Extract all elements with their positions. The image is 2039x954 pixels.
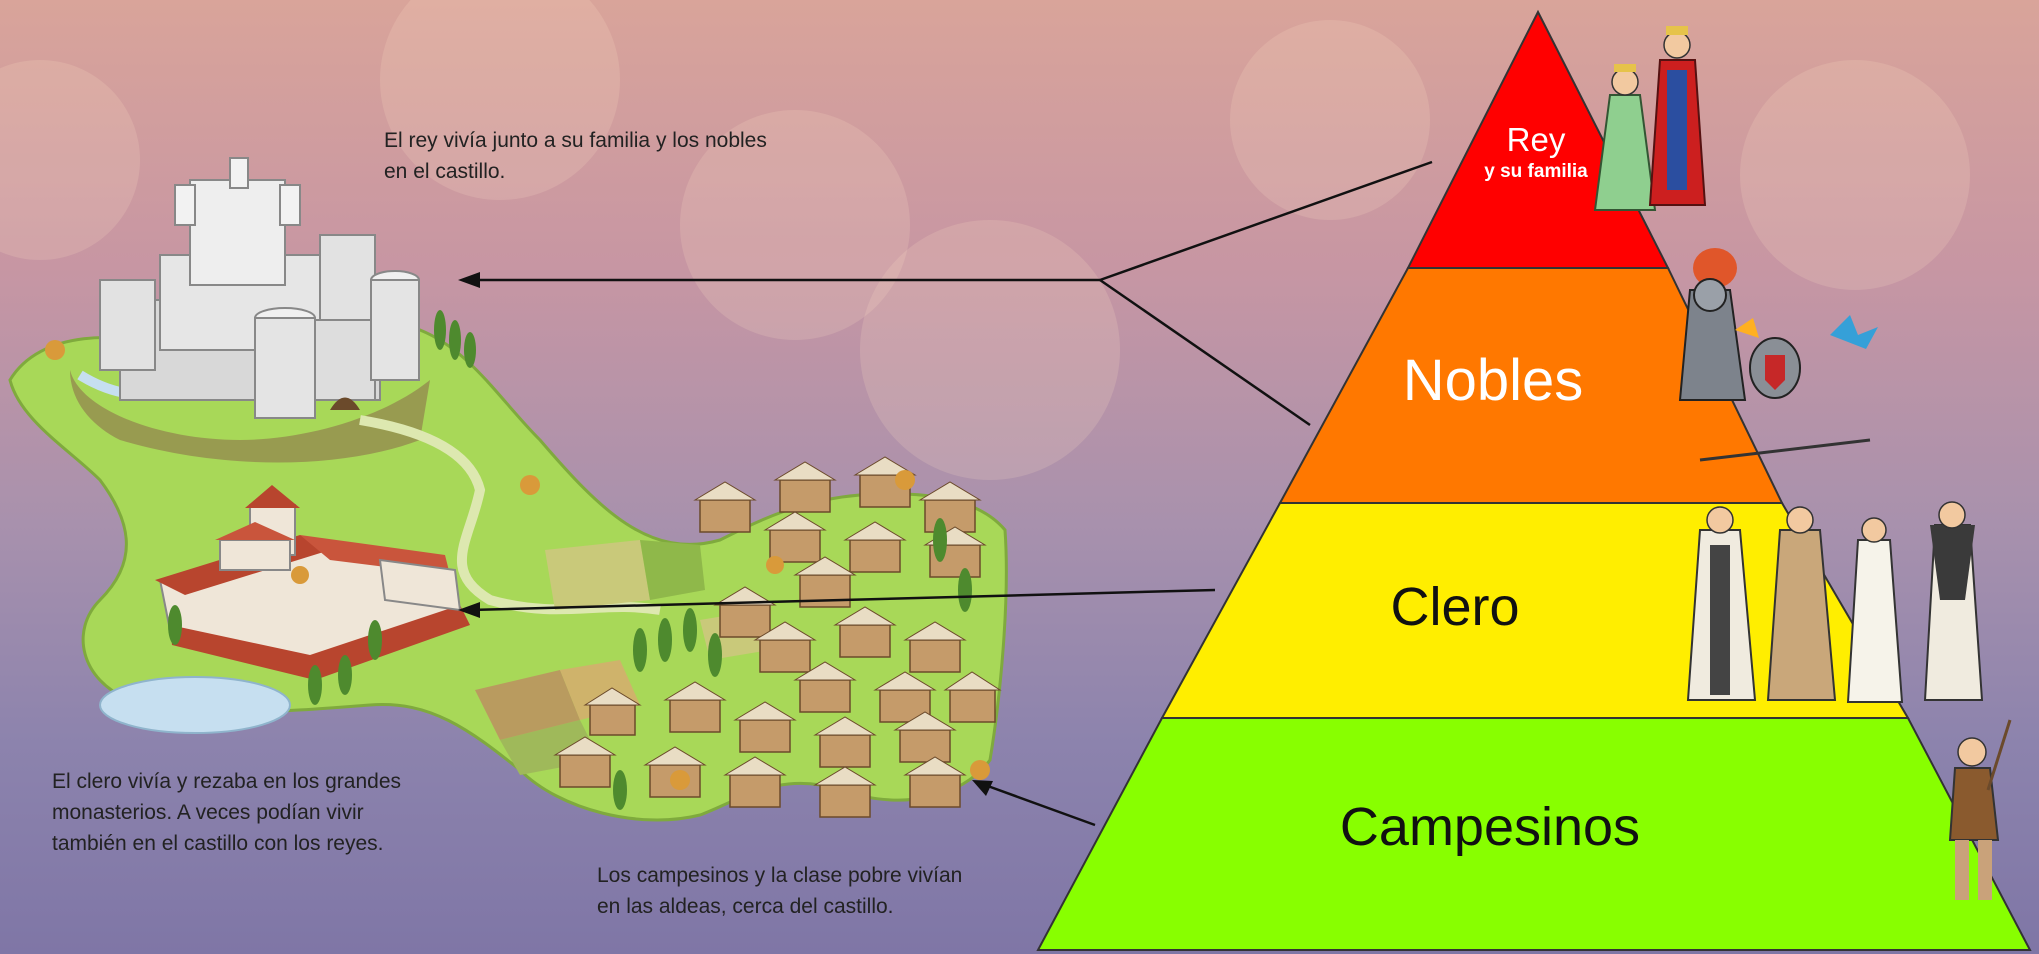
tier-campesinos bbox=[1036, 717, 2032, 951]
tier-label-rey: Rey bbox=[1507, 121, 1566, 158]
island-illustration bbox=[8, 157, 1008, 822]
tier-label-nobles: Nobles bbox=[1403, 348, 1584, 413]
line-nobles-branch bbox=[1099, 278, 1311, 427]
figure-monks bbox=[1686, 501, 1984, 703]
pond bbox=[99, 676, 291, 734]
caption-peasants-village: Los campesinos y la clase pobre vivían e… bbox=[597, 864, 963, 918]
bokeh-light bbox=[1740, 60, 1970, 290]
arrowhead-monastery bbox=[458, 602, 480, 618]
bokeh-light bbox=[860, 220, 1120, 480]
cliff-edge bbox=[70, 370, 430, 463]
arrowheads bbox=[458, 272, 993, 796]
trees bbox=[45, 310, 990, 810]
arrowhead-castle bbox=[458, 272, 480, 288]
line-clergy-arrow bbox=[469, 588, 1216, 612]
caption-clergy-monastery: El clero vivía y rezaba en los grandes m… bbox=[52, 770, 402, 855]
bokeh-light bbox=[380, 0, 620, 200]
castle bbox=[99, 157, 420, 419]
figure-knights bbox=[1678, 248, 1878, 462]
line-king-branch bbox=[1099, 160, 1433, 282]
bokeh-light bbox=[1230, 20, 1430, 220]
connector-lines bbox=[469, 160, 1433, 827]
social-pyramid: Rey y su familia Nobles Clero Campesinos bbox=[1036, 9, 2032, 951]
path-road bbox=[359, 415, 661, 615]
caption-king-castle: El rey vivía junto a su familia y los no… bbox=[384, 129, 767, 183]
figure-king-queen bbox=[1593, 26, 1707, 211]
figure-peasant bbox=[1948, 719, 2012, 900]
tier-label-campesinos: Campesinos bbox=[1340, 797, 1640, 857]
line-peasants-arrow bbox=[984, 783, 1096, 827]
bokeh-light bbox=[680, 110, 910, 340]
arrowhead-village bbox=[972, 780, 993, 796]
tier-label-clero: Clero bbox=[1390, 577, 1519, 637]
fields bbox=[475, 540, 770, 775]
tier-sublabel-rey: y su familia bbox=[1484, 161, 1588, 182]
monastery bbox=[155, 485, 470, 680]
